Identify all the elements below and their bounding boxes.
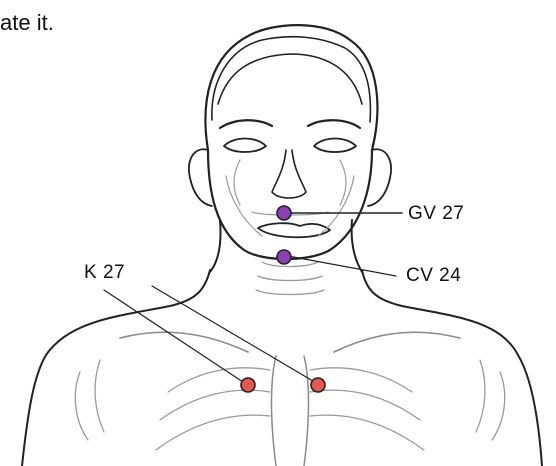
acupoint-gv27 <box>277 206 291 220</box>
label-k27: K 27 <box>84 262 125 284</box>
label-cv24: CV 24 <box>406 265 461 287</box>
right-eyebrow <box>308 120 360 128</box>
right-shoulder-outline <box>362 270 542 466</box>
acupoint-k27-right <box>311 378 325 392</box>
cervical-spine <box>256 262 324 295</box>
ribs-right <box>310 368 424 450</box>
leader-line-k27-right <box>152 286 318 384</box>
left-clavicle <box>120 332 248 352</box>
acupoint-cv24 <box>277 250 291 264</box>
hair-outline <box>212 37 371 122</box>
sternum <box>272 356 309 466</box>
left-shoulder-outline <box>22 270 210 466</box>
label-gv27: GV 27 <box>408 203 464 225</box>
acupoint-k27-left <box>241 378 255 392</box>
right-shoulder-joint <box>476 360 505 440</box>
right-clavicle <box>334 332 460 352</box>
right-eye-outline <box>314 139 356 153</box>
left-eye-outline <box>224 139 266 153</box>
left-eyebrow <box>220 120 272 128</box>
left-shoulder-joint <box>75 360 104 440</box>
nose-outline <box>272 150 306 198</box>
